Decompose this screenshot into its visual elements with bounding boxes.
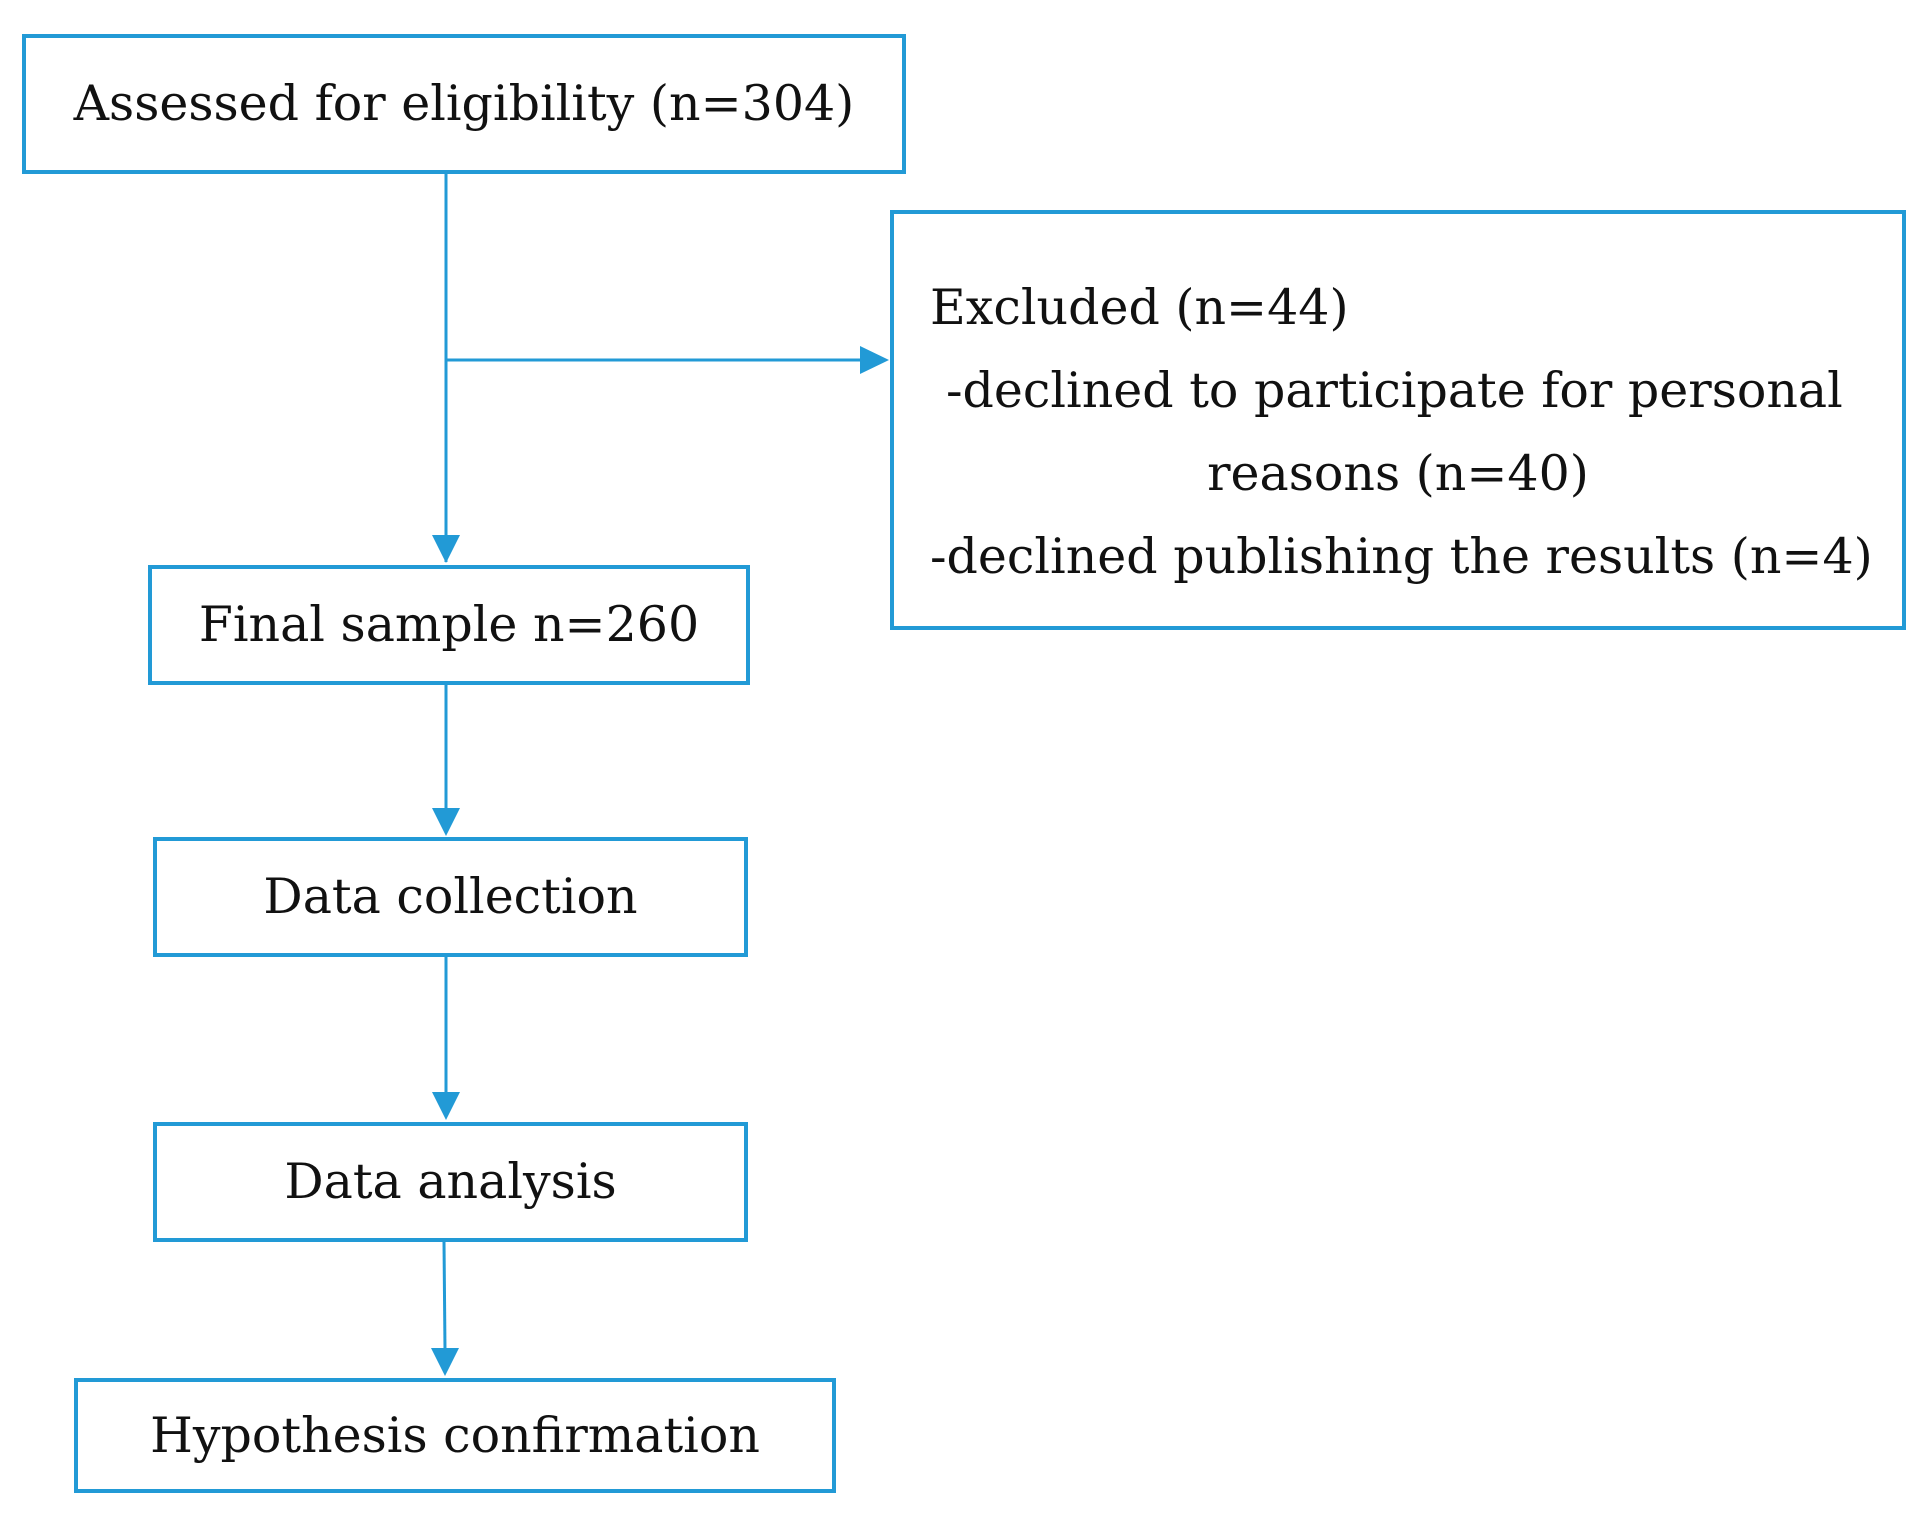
hypothesis-box: Hypothesis confirmation [74,1378,836,1493]
data-analysis-box: Data analysis [153,1122,748,1242]
data-collection-label: Data collection [263,868,638,926]
excluded-reason2: -declined publishing the results (n=4) [930,528,1873,585]
arrowhead-hypothesis [431,1348,459,1376]
final-sample-label: Final sample n=260 [198,596,700,654]
hypothesis-label: Hypothesis confirmation [150,1406,760,1464]
excluded-reason1-line1: -declined to participate for personal [946,362,1843,419]
arrowhead-excluded [860,346,889,374]
data-collection-box: Data collection [153,837,748,957]
assessed-box: Assessed for eligibility (n=304) [22,34,906,174]
arrowhead-collection [432,808,460,836]
excluded-box: Excluded (n=44) -declined to participate… [890,210,1906,630]
arrow-analysis-to-hypothesis [442,1241,447,1351]
excluded-title: Excluded (n=44) [930,279,1349,336]
arrowhead-analysis [432,1092,460,1120]
assessed-label: Assessed for eligibility (n=304) [73,75,855,133]
excluded-reason1-line2: reasons (n=40) [1207,445,1589,502]
final-sample-box: Final sample n=260 [148,565,750,685]
data-analysis-label: Data analysis [284,1153,617,1211]
arrowhead-final [432,535,460,563]
